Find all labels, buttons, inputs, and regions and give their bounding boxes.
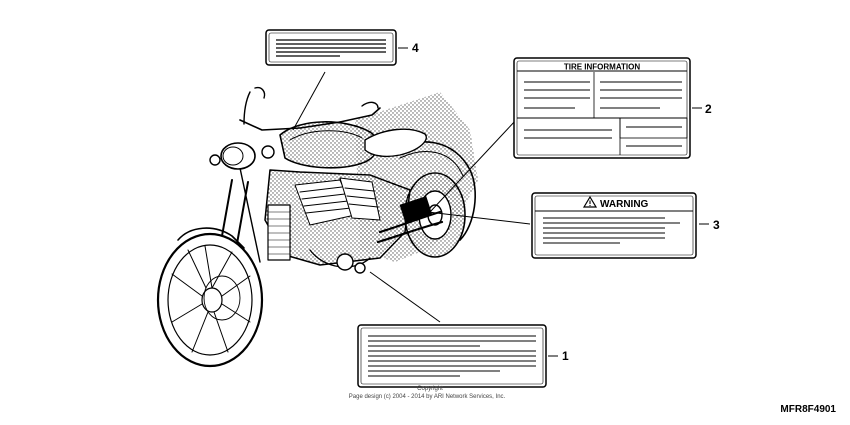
callout-3: 3 bbox=[713, 218, 720, 232]
diagram-code: MFR8F4901 bbox=[780, 404, 836, 415]
copyright-text: Copyright bbox=[417, 386, 443, 392]
leader-lines bbox=[292, 47, 709, 357]
warning-triangle-icon bbox=[582, 195, 598, 208]
tire-information-heading: TIRE INFORMATION bbox=[564, 63, 641, 72]
callout-1: 1 bbox=[562, 349, 569, 363]
label-1-plate bbox=[357, 324, 547, 388]
motorcycle-illustration bbox=[156, 86, 478, 368]
callout-2: 2 bbox=[705, 102, 712, 116]
callout-4: 4 bbox=[412, 41, 419, 55]
page-design-credit: Page design (c) 2004 - 2014 by ARI Netwo… bbox=[348, 394, 506, 400]
warning-label bbox=[531, 192, 697, 259]
tire-information-label bbox=[513, 57, 691, 159]
label-4-plate bbox=[265, 29, 397, 66]
warning-heading: WARNING bbox=[600, 199, 649, 210]
